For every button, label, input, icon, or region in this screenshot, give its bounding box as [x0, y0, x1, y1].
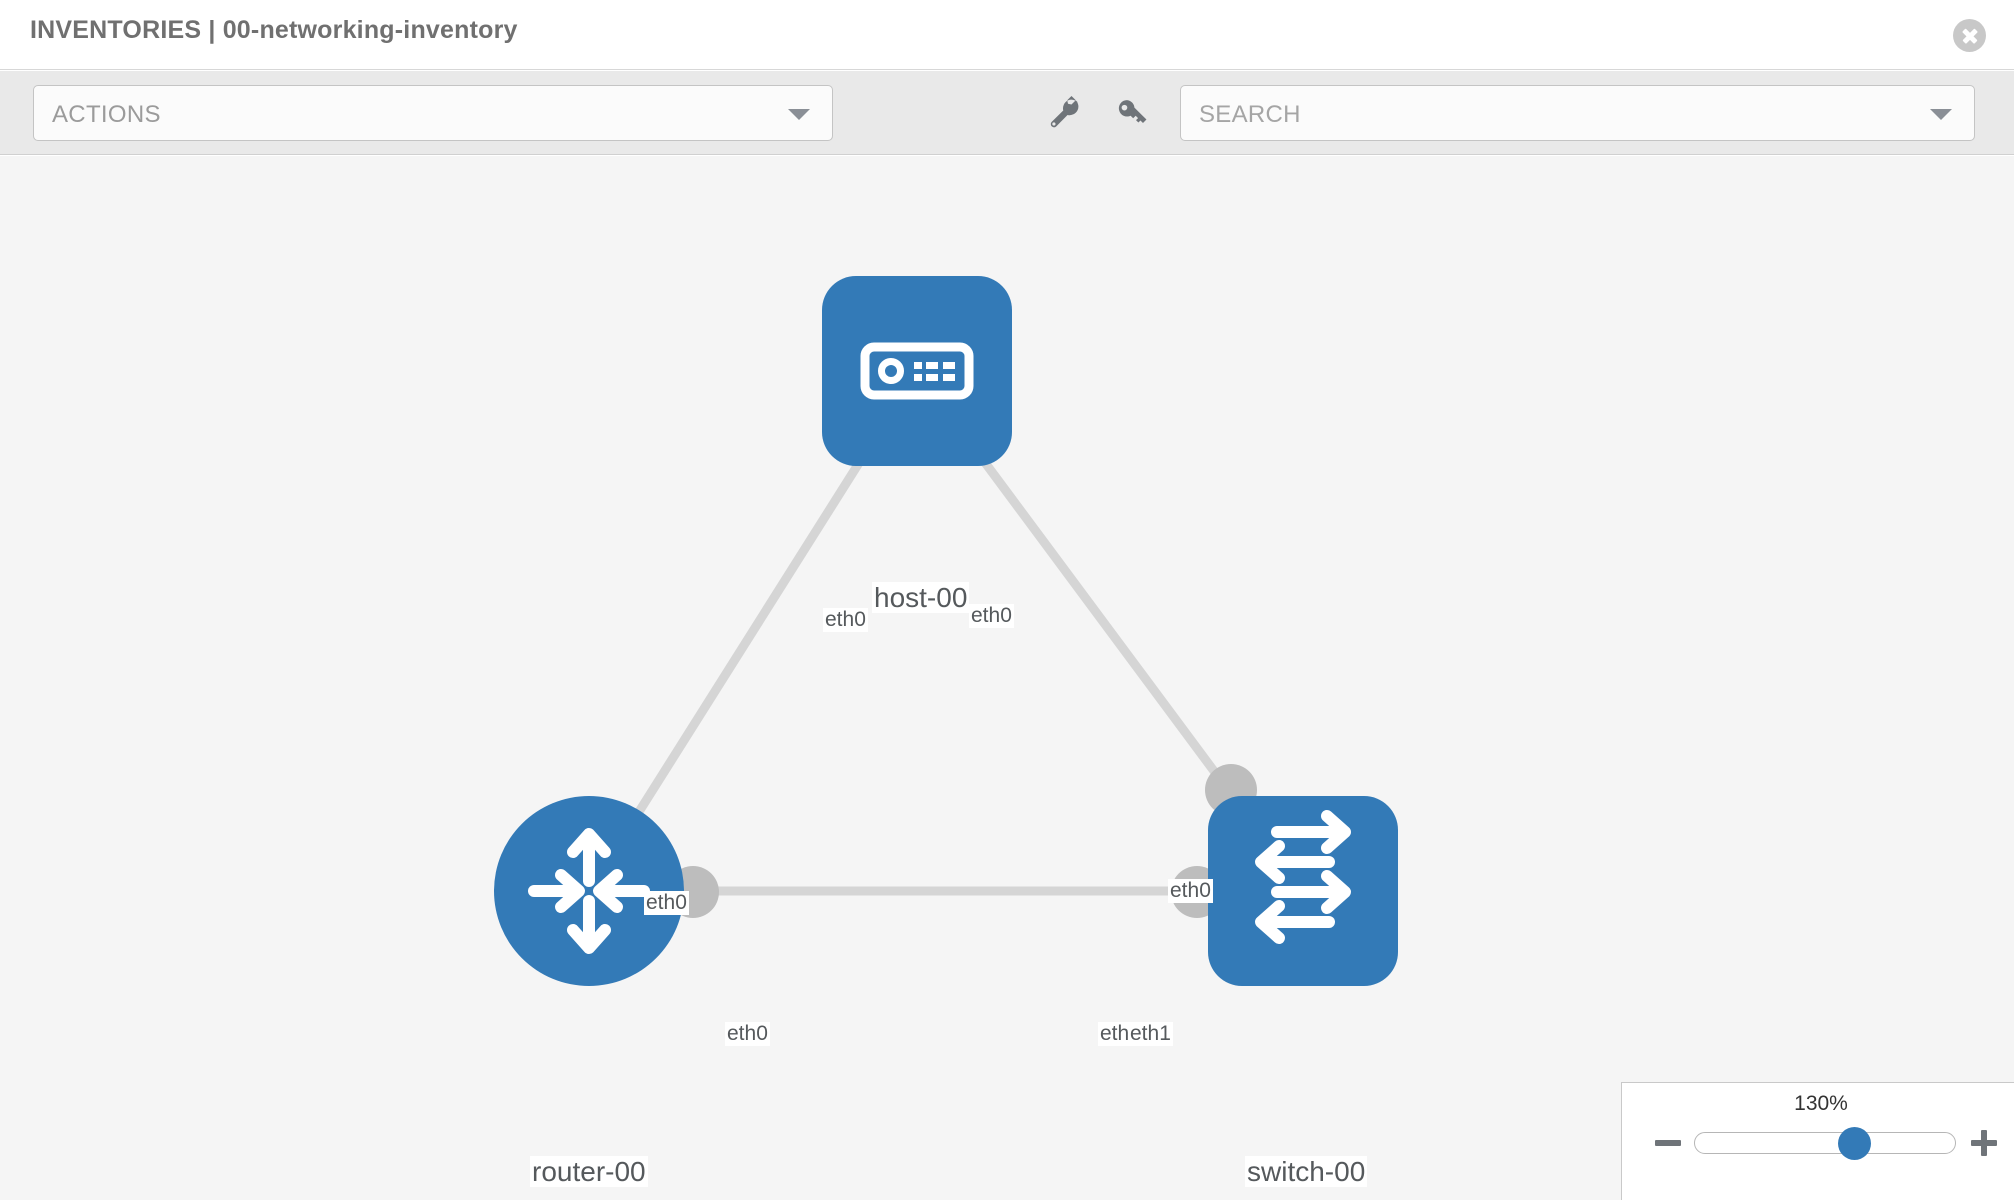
- page-title: INVENTORIES | 00-networking-inventory: [30, 16, 518, 44]
- actions-dropdown-label: ACTIONS: [52, 101, 161, 128]
- topology-canvas[interactable]: host-00 router-00 switch-00 eth0 eth0 et…: [0, 156, 2014, 1200]
- page-header: INVENTORIES | 00-networking-inventory: [0, 0, 2014, 70]
- search-input[interactable]: SEARCH: [1180, 85, 1975, 141]
- key-icon[interactable]: [1114, 95, 1152, 133]
- node-switch-00[interactable]: [1208, 796, 1398, 986]
- node-label-host-00: host-00: [872, 582, 970, 614]
- zoom-level-label: 130%: [1794, 1092, 1848, 1115]
- interface-label-router-eth0-switch: eth0: [725, 1022, 770, 1047]
- actions-dropdown[interactable]: ACTIONS: [33, 85, 833, 141]
- zoom-slider[interactable]: [1694, 1127, 1956, 1160]
- topology-graph: [494, 276, 1398, 986]
- search-placeholder: SEARCH: [1199, 101, 1301, 128]
- zoom-slider-thumb[interactable]: [1838, 1127, 1871, 1160]
- node-router-00[interactable]: [494, 796, 684, 986]
- node-label-router-00: router-00: [530, 1156, 648, 1188]
- wrench-icon[interactable]: [1046, 95, 1084, 133]
- interface-label-switch-eth1: eth1: [1128, 1022, 1173, 1047]
- toolbar: ACTIONS SEARCH: [0, 71, 2014, 155]
- chevron-down-icon[interactable]: [1930, 109, 1952, 120]
- close-icon[interactable]: [1953, 19, 1986, 52]
- chevron-down-icon: [788, 109, 810, 120]
- minus-icon[interactable]: [1654, 1129, 1682, 1157]
- node-label-switch-00: switch-00: [1245, 1156, 1368, 1188]
- plus-icon[interactable]: [1970, 1129, 1998, 1157]
- node-host-00[interactable]: [822, 276, 1012, 466]
- interface-label-host-eth0-router: eth0: [823, 608, 868, 633]
- interface-label-switch-eth0-host: eth0: [1168, 879, 1213, 904]
- interface-label-host-eth0-switch: eth0: [969, 604, 1014, 629]
- zoom-control-panel: 130%: [1621, 1082, 2014, 1200]
- interface-label-router-eth0-host: eth0: [644, 891, 689, 916]
